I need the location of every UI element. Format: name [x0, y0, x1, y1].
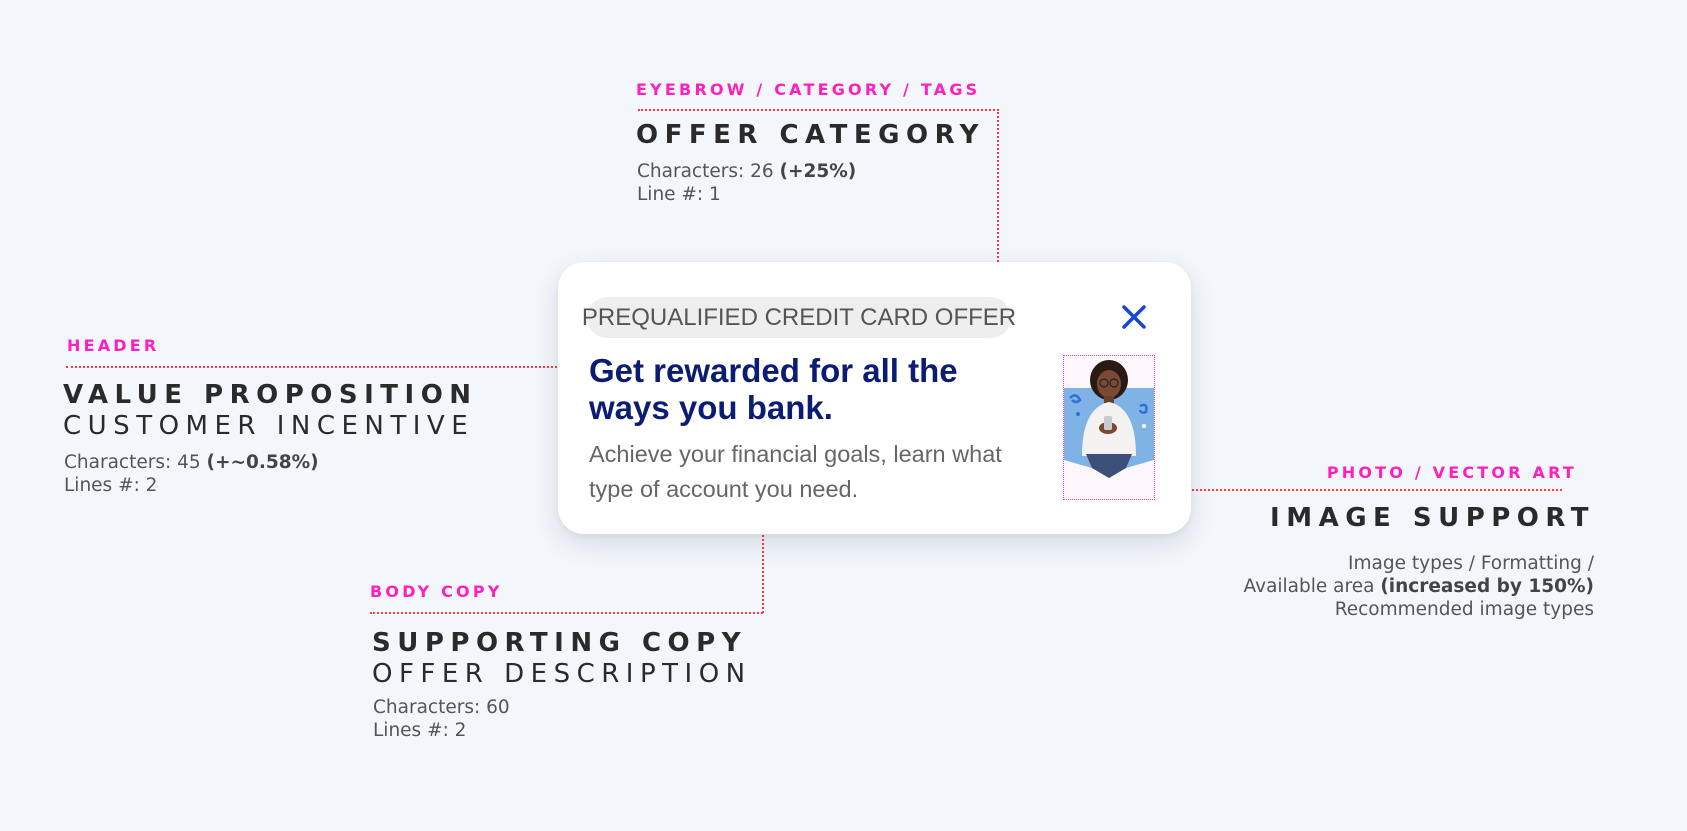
header-eyebrow: HEADER	[67, 336, 160, 355]
image-line3: Recommended image types	[1334, 599, 1594, 620]
header-lines: Lines #: 2	[64, 475, 158, 496]
body-title: SUPPORTING COPY	[372, 628, 748, 658]
header-meta: Characters: 45 (+~0.58%) Lines #: 2	[64, 451, 319, 497]
header-subtitle: CUSTOMER INCENTIVE	[63, 411, 475, 441]
header-connector	[66, 366, 577, 368]
body-subtitle: OFFER DESCRIPTION	[372, 659, 752, 689]
header-chars: Characters: 45	[64, 452, 207, 473]
offer-image	[1063, 355, 1155, 500]
category-meta: Characters: 26 (+25%) Line #: 1	[637, 160, 856, 206]
image-line1: Image types / Formatting /	[1348, 553, 1594, 574]
body-eyebrow: BODY COPY	[370, 582, 503, 601]
category-eyebrow: EYEBROW / CATEGORY / TAGS	[636, 80, 981, 99]
category-chars-delta: (+25%)	[779, 161, 857, 182]
image-eyebrow: PHOTO / VECTOR ART	[1326, 463, 1577, 482]
category-lines: Line #: 1	[637, 184, 721, 205]
image-line2: Available area	[1243, 576, 1381, 597]
image-connector	[1144, 489, 1562, 491]
offer-card[interactable]: PREQUALIFIED CREDIT CARD OFFER Get rewar…	[558, 262, 1191, 534]
header-chars-delta: (+~0.58%)	[206, 452, 319, 473]
offer-category-pill: PREQUALIFIED CREDIT CARD OFFER	[582, 297, 1016, 338]
body-lines: Lines #: 2	[373, 720, 467, 741]
person-photo-icon	[1064, 360, 1154, 478]
body-connector-v	[762, 519, 764, 613]
image-meta: Image types / Formatting / Available are…	[1244, 552, 1594, 621]
body-chars: Characters: 60	[373, 697, 510, 718]
offer-headline: Get rewarded for all the ways you bank.	[589, 352, 958, 426]
offer-body-copy: Achieve your financial goals, learn what…	[589, 441, 1002, 502]
category-chars: Characters: 26	[637, 161, 780, 182]
close-icon[interactable]	[1115, 298, 1153, 336]
category-title: OFFER CATEGORY	[636, 120, 986, 150]
body-connector-h	[370, 612, 763, 614]
category-connector-v	[997, 109, 999, 301]
image-line2-bold: (increased by 150%)	[1380, 576, 1594, 597]
header-title: VALUE PROPOSITION	[63, 380, 478, 410]
image-title: IMAGE SUPPORT	[1270, 503, 1595, 533]
category-connector-h	[638, 109, 999, 111]
body-meta: Characters: 60 Lines #: 2	[373, 696, 510, 742]
